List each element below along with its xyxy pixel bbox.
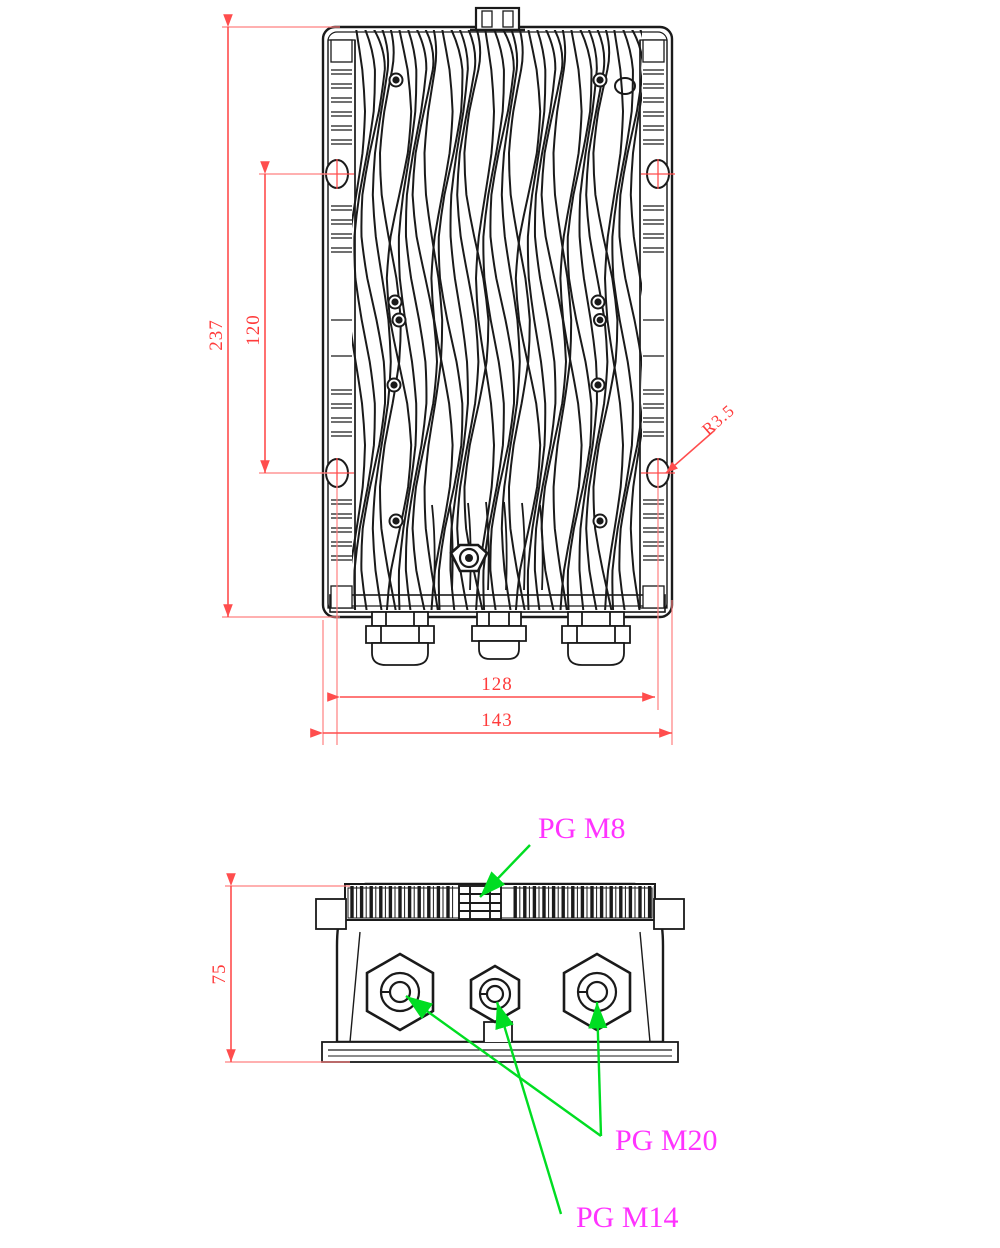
fin-line [456, 30, 480, 610]
fin-line [482, 30, 505, 610]
gland-side-center [469, 964, 521, 1024]
gland-front-left [365, 611, 435, 666]
pg-m8-connector [458, 885, 502, 920]
fin-line [385, 30, 413, 610]
fin-line [500, 30, 521, 610]
fin-line [489, 30, 516, 610]
arrow-pg-m20-right [588, 1001, 608, 1137]
arrow-pg-m20-left [405, 995, 602, 1137]
label-pg-m8: PG M8 [538, 812, 626, 845]
front-dimension-labels: 237 120 128 143 [206, 314, 513, 731]
fin-line [611, 30, 634, 610]
fin-line [507, 30, 531, 610]
fin-line [353, 30, 376, 610]
cable-glands-front [365, 611, 631, 666]
fin-line [404, 30, 428, 610]
fin-line [437, 30, 464, 610]
front-dimension-lines [223, 14, 672, 738]
hex-vent-screw [449, 543, 489, 573]
radius-leader-line [665, 429, 716, 474]
fin-line [430, 30, 454, 610]
fin-line [352, 30, 367, 565]
side-view: 75 PG M8 PG M20 PG M14 [209, 812, 718, 1234]
fin-line [629, 30, 642, 610]
mounting-holes [320, 159, 675, 488]
gland-front-right [561, 611, 631, 666]
left-mounting-rail [327, 39, 356, 609]
gland-front-center [471, 611, 527, 660]
fin-line [514, 30, 542, 610]
fin-line [526, 30, 547, 610]
gland-side-right [562, 952, 632, 1032]
label-pg-m20: PG M20 [615, 1124, 718, 1157]
front-view: 237 120 128 143 R3.5 [206, 6, 738, 745]
fin-line [449, 30, 469, 610]
lower-fin-detail [431, 501, 544, 591]
fin-line [360, 30, 387, 610]
fin-line [603, 30, 625, 610]
arrow-pg-m8 [479, 844, 531, 898]
fin-line [463, 30, 490, 610]
dim-label-gland-span: 128 [481, 674, 513, 695]
fin-line [618, 30, 642, 610]
fin-boss-holes [386, 72, 636, 529]
callout-labels: PG M8 PG M20 PG M14 [538, 812, 718, 1234]
fin-line [371, 30, 392, 610]
fin-line [423, 30, 444, 610]
fin-line [559, 30, 583, 610]
mounting-hole-bottom-right [641, 458, 675, 488]
fin-line [566, 30, 593, 610]
label-pg-m14: PG M14 [576, 1201, 679, 1234]
side-glands [365, 952, 632, 1032]
side-heatsink-fins [350, 886, 655, 918]
dim-label-depth: 75 [209, 964, 230, 985]
mounting-hole-top-right [641, 159, 675, 189]
right-mounting-rail [639, 39, 668, 609]
dim-label-height-overall: 237 [206, 319, 227, 351]
fin-line [578, 30, 598, 610]
fin-line [533, 30, 557, 610]
arrow-pg-m14 [495, 1001, 563, 1215]
fin-line [552, 30, 573, 610]
callout-arrows [405, 844, 608, 1215]
side-extension-lines [225, 885, 350, 1063]
dim-label-width-overall: 143 [481, 710, 513, 731]
dim-label-mounting-pitch: 120 [243, 314, 264, 346]
